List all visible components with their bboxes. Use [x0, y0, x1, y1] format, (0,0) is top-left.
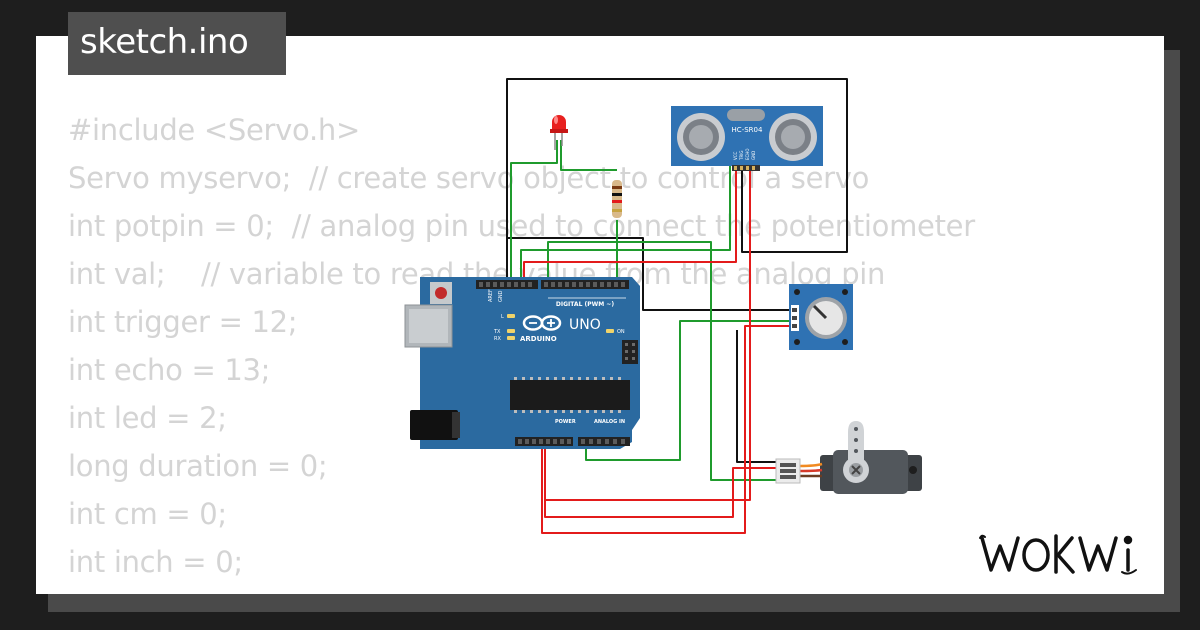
sensor-pin-label: GND	[751, 151, 756, 160]
code-line: int inch = 0;	[68, 545, 243, 579]
wire-gnd-sensor	[506, 78, 848, 290]
wire-pot-signal	[585, 320, 790, 461]
power-label: POWER	[555, 419, 576, 425]
wire-trigger	[520, 165, 731, 290]
led-l-label: L	[501, 314, 504, 320]
digital-header-pins	[479, 282, 625, 287]
wires	[506, 78, 848, 534]
led[interactable]	[550, 115, 568, 150]
wire-led	[510, 140, 558, 290]
wire-gnd-pot	[507, 237, 790, 311]
sensor-pin-label: TRIG	[739, 150, 744, 161]
led-on-label: ON	[617, 329, 625, 335]
file-tab[interactable]: sketch.ino	[68, 12, 286, 75]
code-line: int potpin = 0; // analog pin used to co…	[68, 209, 975, 243]
wire-resistor-top	[560, 140, 617, 171]
wire-vcc	[523, 165, 737, 290]
servo[interactable]	[775, 421, 922, 494]
code-line: Servo myservo; // create servo object to…	[68, 161, 870, 195]
analog-label: ANALOG IN	[594, 419, 625, 425]
digital-label: DIGITAL (PWM ~)	[556, 301, 614, 308]
arduino-uno[interactable]: AREF GND DIGITAL (PWM ~) UNO ARDUINO L T…	[404, 277, 640, 449]
resistor	[612, 180, 622, 218]
code-line: int cm = 0;	[68, 497, 227, 531]
code-preview: #include <Servo.h> Servo myservo; // cre…	[68, 106, 975, 594]
led-rx-label: RX	[494, 336, 501, 342]
code-line: long duration = 0;	[68, 449, 328, 483]
sensor-model: HC-SR04	[732, 126, 763, 134]
pin-gnd-label: GND	[498, 290, 504, 302]
board-name: UNO	[569, 317, 601, 333]
pin-aref-label: AREF	[488, 289, 494, 302]
wire-5v-pot	[541, 325, 790, 534]
wire-gnd-servo	[736, 330, 778, 463]
led-tx-label: TX	[493, 329, 501, 335]
potentiometer[interactable]	[789, 284, 853, 350]
arduino-logo	[522, 315, 562, 331]
code-line: int led = 2;	[68, 401, 227, 435]
code-line: int echo = 13;	[68, 353, 271, 387]
board-brand: ARDUINO	[520, 335, 557, 343]
file-name: sketch.ino	[80, 22, 249, 62]
wire-5v-sensor	[544, 165, 751, 501]
sensor-pin-label: ECHO	[745, 149, 750, 160]
code-line: #include <Servo.h>	[68, 113, 360, 147]
sensor-pin-label: VCC	[733, 151, 738, 160]
code-line: int trigger = 12;	[68, 305, 298, 339]
ultrasonic-sensor[interactable]: HC-SR04 VCC TRIG ECHO GND	[671, 106, 823, 171]
code-line: void setup () {	[68, 586, 975, 594]
wokwi-logo	[979, 534, 1137, 575]
